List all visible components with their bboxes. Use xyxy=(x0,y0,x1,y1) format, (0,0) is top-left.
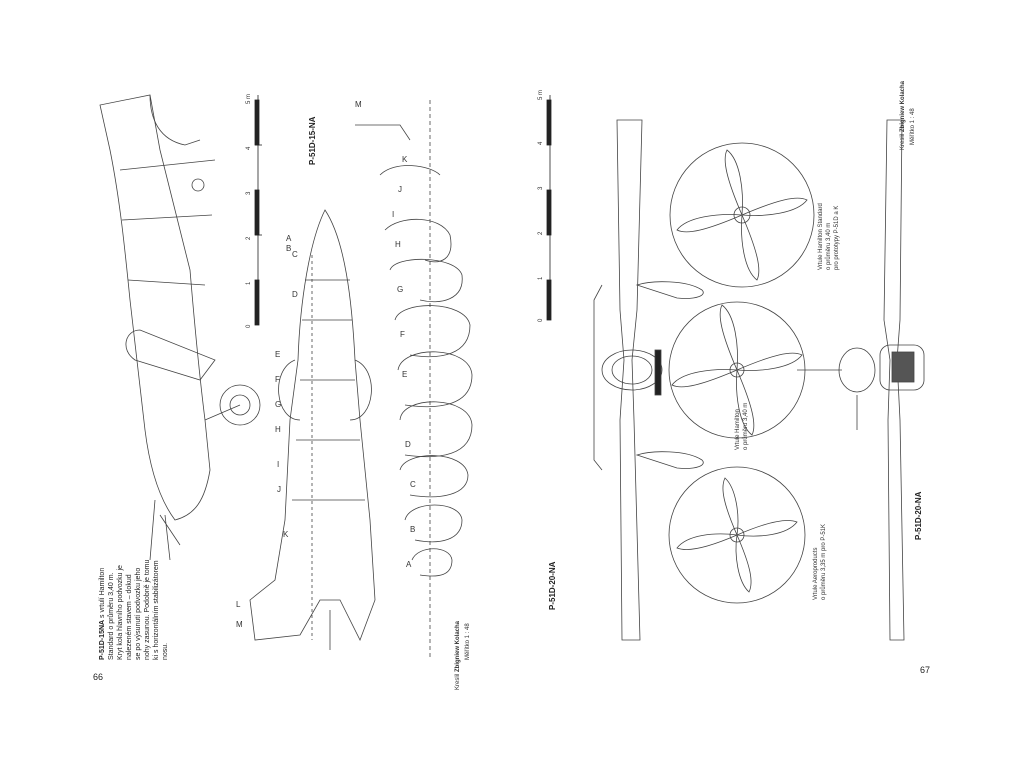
section-letter-d: D xyxy=(292,290,298,299)
xsec-letter-c: C xyxy=(410,480,416,489)
xsec-letter-f: F xyxy=(400,330,405,339)
profile-label: P-51D-15-NA xyxy=(308,116,317,165)
r-scale-tick-2: 2 xyxy=(538,231,544,235)
left-page: A B C D E F G H I J K L M A B C D E F G … xyxy=(93,93,473,690)
caption-title: P-51D-15NA xyxy=(99,619,106,660)
front-view-drawing xyxy=(593,119,704,641)
prop-middle-line-2: o průměru 3,40 m xyxy=(743,402,749,450)
front-view-label: P-51D-20-NA xyxy=(548,561,557,610)
prop-bottom-line-2: o průměru 3,35 m pro P-51K xyxy=(821,523,827,600)
scale-bar xyxy=(254,95,262,326)
prop-bottom-line-1: Vrtule Aeroproducts xyxy=(813,547,819,600)
rear-view-label: P-51D-20-NA xyxy=(914,491,923,540)
scale-tick-1: 1 xyxy=(246,281,252,285)
page-number-left: 66 xyxy=(93,672,104,682)
cross-sections-drawing xyxy=(355,100,473,660)
prop-top-line-2: o průměru 3,40 m xyxy=(826,222,832,270)
section-letter-l: L xyxy=(236,600,241,609)
author-name: Zbigniew Kolacha xyxy=(455,620,461,672)
propeller-discs xyxy=(668,142,815,604)
prop-top-line-1: Vrtule Hamilton Standard xyxy=(818,203,824,270)
section-letter-m: M xyxy=(236,620,243,629)
xsec-letter-m: M xyxy=(355,100,362,109)
prop-bottom-caption: Vrtule Aeroproducts o průměru 3,35 m pro… xyxy=(812,524,828,600)
left-page-drawings xyxy=(99,94,473,660)
side-view-drawing xyxy=(99,94,261,561)
caption-line-7: ki s horizontálním stabilizátorem xyxy=(153,560,160,660)
xsec-letter-h: H xyxy=(395,240,401,249)
section-letter-c: C xyxy=(292,250,298,259)
top-view-drawing xyxy=(249,209,376,650)
scale-bar-right xyxy=(546,95,552,321)
left-author-credit: Kreslil Zbigniew Kolacha xyxy=(455,621,461,690)
r-author-prefix: Kreslil xyxy=(900,133,906,150)
scale-tick-3: 3 xyxy=(246,191,252,195)
caption-line-1: s vrtulí Hamilton xyxy=(99,567,106,618)
xsec-letter-k: K xyxy=(402,155,408,164)
prop-top-line-3: pro prototypy P-51D a K xyxy=(834,205,840,270)
r-scale-tick-0: 0 xyxy=(538,318,544,322)
xsec-letter-i: I xyxy=(392,210,395,219)
caption-line-6: nohy zasunou. Podobně je tomu xyxy=(144,559,151,660)
right-page-drawings xyxy=(546,95,925,641)
caption-line-3: Kryt kola hlavního podvozku je xyxy=(117,565,124,660)
right-scale-text: Měřítko 1 : 48 xyxy=(910,108,916,145)
r-author-name: Zbigniew Kolacha xyxy=(900,80,906,132)
prop-middle-line-1: Vrtule Hamilton xyxy=(735,409,741,450)
section-letter-k: K xyxy=(283,530,289,539)
scale-tick-5: 5 m xyxy=(246,93,252,104)
right-author-credit: Kreslil Zbigniew Kolacha xyxy=(900,81,906,150)
section-letter-b: B xyxy=(286,244,292,253)
caption-line-8: nosu. xyxy=(162,642,169,660)
left-caption: P-51D-15NA s vrtulí Hamilton Standard o … xyxy=(98,559,170,660)
scale-tick-0: 0 xyxy=(246,324,252,328)
prop-middle-caption: Vrtule Hamilton o průměru 3,40 m xyxy=(734,403,750,450)
section-letter-a: A xyxy=(286,234,292,243)
rear-view-drawing xyxy=(797,119,925,641)
xsec-letter-b: B xyxy=(410,525,416,534)
author-prefix: Kreslil xyxy=(455,673,461,690)
prop-top-caption: Vrtule Hamilton Standard o průměru 3,40 … xyxy=(817,203,841,270)
section-letter-g: G xyxy=(275,400,282,409)
section-letter-h: H xyxy=(275,425,281,434)
xsec-letter-d: D xyxy=(405,440,411,449)
section-letter-i: I xyxy=(277,460,280,469)
scale-tick-2: 2 xyxy=(246,236,252,240)
r-scale-tick-4: 4 xyxy=(538,141,544,145)
caption-line-4: nalezeném stavem – dokud xyxy=(126,574,133,660)
xsec-letter-e: E xyxy=(402,370,408,379)
section-letter-j: J xyxy=(277,485,281,494)
xsec-letter-a: A xyxy=(406,560,412,569)
page-number-right: 67 xyxy=(920,665,931,675)
caption-line-5: se po výsunutí podvozku jeho xyxy=(135,567,142,660)
left-scale-text: Měřítko 1 : 48 xyxy=(465,623,471,660)
scale-tick-4: 4 xyxy=(246,146,252,150)
r-scale-tick-3: 3 xyxy=(538,186,544,190)
section-letter-e: E xyxy=(275,350,281,359)
xsec-letter-g: G xyxy=(397,285,404,294)
xsec-letter-j: J xyxy=(398,185,402,194)
caption-line-2: Standard o průměru 3,40 m. xyxy=(108,572,115,660)
r-scale-tick-1: 1 xyxy=(538,276,544,280)
right-page: 0 1 2 3 4 5 m P-51D-20-NA P-51D-20-NA Vr… xyxy=(512,0,1024,768)
section-letter-f: F xyxy=(275,375,280,384)
r-scale-tick-5: 5 m xyxy=(538,89,544,100)
